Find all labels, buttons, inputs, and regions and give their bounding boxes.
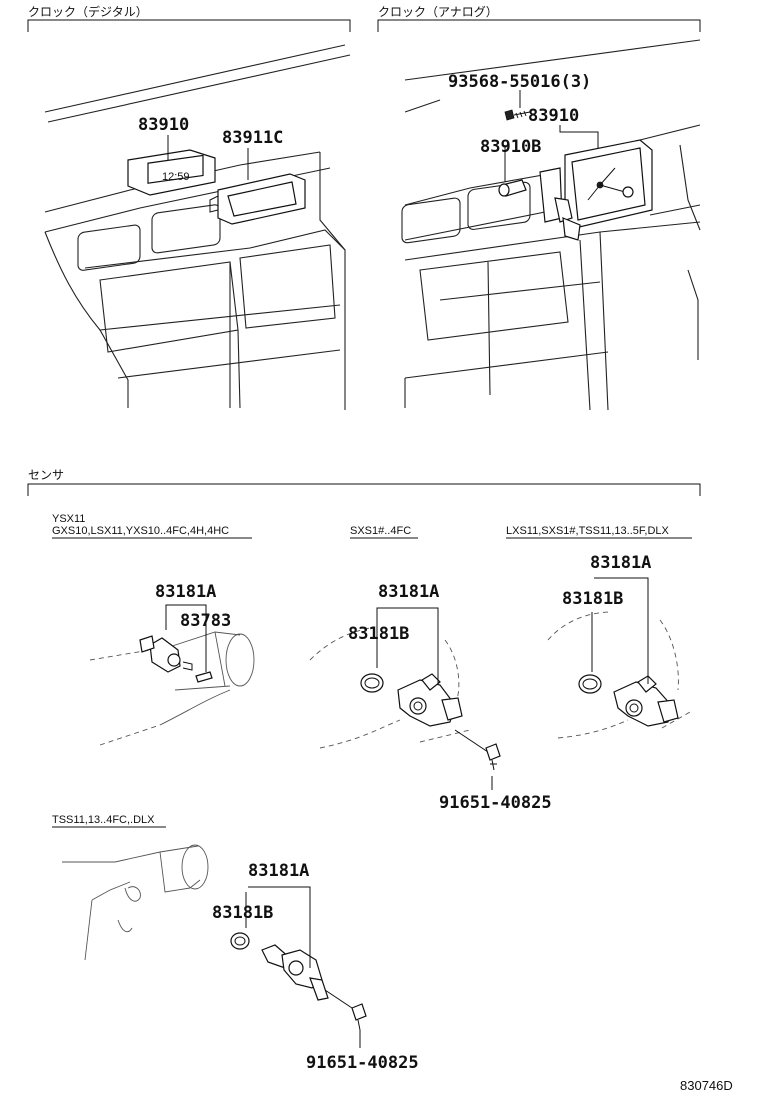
variant-label-1-line1: YSX11	[52, 513, 85, 525]
part-number-analog-screw: 93568-55016(3)	[448, 72, 591, 92]
sensor-1-housing-drawing	[89, 631, 255, 746]
part-number-s4-bolt: 91651-40825	[306, 1053, 419, 1073]
section-title-clock-analog: クロック（アナログ）	[378, 5, 498, 19]
part-number-s3-oring: 83181B	[562, 589, 623, 609]
leader-sensor-3	[591, 577, 649, 684]
sensor-2-oring	[360, 673, 384, 693]
sensor-2-bolt	[454, 729, 501, 771]
variant-label-4: TSS11,13..4FC,.DLX	[52, 814, 155, 826]
section-bracket-digital	[27, 19, 351, 32]
part-number-s2-sensor: 83181A	[378, 582, 439, 602]
sensor-1-pin	[195, 671, 213, 683]
part-number-s1-sensor: 83181A	[155, 582, 216, 602]
section-title-clock-digital: クロック（デジタル）	[28, 4, 148, 19]
leader-sensor-1	[165, 604, 207, 672]
part-number-s3-sensor: 83181A	[590, 553, 651, 573]
sensor-2-housing-drawing	[309, 627, 471, 749]
section-bracket-analog	[377, 19, 701, 32]
sensor-4-oring	[230, 932, 250, 950]
digital-clock-unit: 12:59	[127, 149, 216, 196]
part-number-digital-cover: 83911C	[222, 128, 283, 148]
sensor-1-part	[139, 635, 193, 673]
analog-screw	[504, 109, 531, 121]
section-bracket-sensor	[27, 483, 701, 496]
part-number-s4-oring: 83181B	[212, 903, 273, 923]
digital-dashboard-drawing	[44, 44, 351, 410]
sensor-3-oring	[578, 674, 602, 694]
part-number-s4-sensor: 83181A	[248, 861, 309, 881]
digital-clock-cover	[209, 173, 306, 225]
diagram-code: 830746D	[680, 1078, 733, 1093]
part-number-s1-pin: 83783	[180, 611, 231, 631]
part-number-analog-clock: 83910	[528, 106, 579, 126]
leader-analog-clock	[559, 125, 599, 148]
section-title-sensor: センサ	[28, 468, 64, 482]
sensor-3-housing-drawing	[547, 611, 691, 739]
sensor-2-part	[397, 673, 463, 727]
sensor-4-housing-drawing	[62, 844, 209, 961]
part-number-analog-bulb: 83910B	[480, 137, 541, 157]
analog-dashboard-drawing	[401, 39, 701, 411]
sensor-4-part	[261, 944, 329, 1001]
leader-sensor-4	[245, 886, 311, 968]
sensor-3-part	[613, 675, 679, 727]
variant-label-2: SXS1#..4FC	[350, 525, 411, 537]
leader-sensor-2	[376, 607, 439, 684]
clock-display-readout: 12:59	[162, 171, 190, 183]
analog-clock-unit	[539, 139, 653, 241]
part-number-digital-clock: 83910	[138, 115, 189, 135]
analog-bulb	[498, 179, 527, 197]
variant-label-3: LXS11,SXS1#,TSS11,13..5F,DLX	[506, 525, 670, 537]
part-number-s2-bolt: 91651-40825	[439, 793, 552, 813]
variant-label-1-line2: GXS10,LSX11,YXS10..4FC,4H,4HC	[52, 525, 229, 537]
sensor-4-bolt	[324, 989, 367, 1031]
part-number-s2-oring: 83181B	[348, 624, 409, 644]
